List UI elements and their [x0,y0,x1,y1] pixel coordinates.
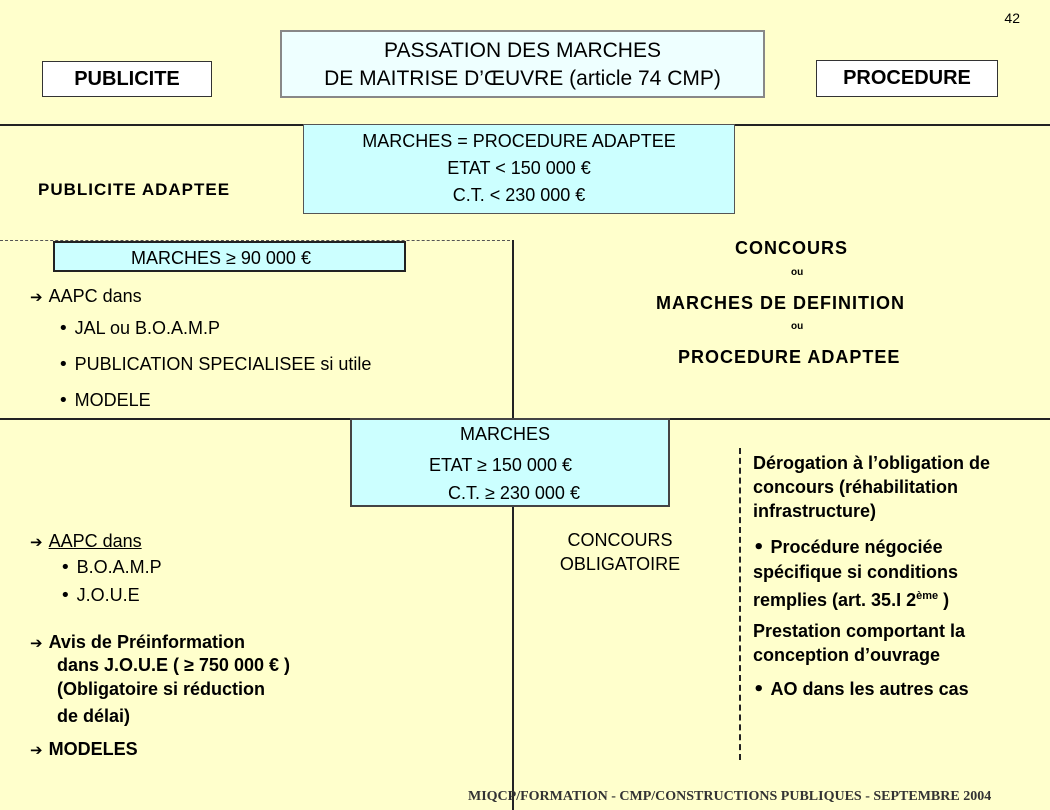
avis-label: Avis de Préinformation [48,632,245,652]
concours-obligatoire-line1: CONCOURS [567,530,673,550]
procedure-negociee-line2: spécifique si conditions [753,562,959,582]
marches-box-line1: MARCHES [460,424,551,444]
arrow-right-icon: ➔ [30,634,43,652]
procedure-negociee-label: Procédure négociée [770,537,943,557]
adapted-box: MARCHES = PROCEDURE ADAPTEE ETAT < 150 0… [303,124,735,214]
page-number: 42 [1004,10,1020,26]
bullet-modele-label: MODELE [74,390,151,410]
arrow-right-icon: ➔ [30,533,43,551]
procedure-negociee-block: •Procédure négociée spécifique si condit… [753,535,958,612]
marches-90000-label: MARCHES ≥ 90 000 € [131,248,311,268]
derogation-line3: infrastructure) [753,501,877,521]
marches-box: MARCHES ETAT ≥ 150 000 € C.T. ≥ 230 000 … [350,418,670,507]
bullet-icon: • [753,537,765,558]
footer: MIQCP/FORMATION - CMP/CONSTRUCTIONS PUBL… [468,789,992,804]
concours-title: CONCOURS [735,238,849,258]
avis-line3: (Obligatoire si réduction [57,679,266,699]
bullet-icon: • [58,390,69,411]
bullet-icon: • [753,679,765,700]
art-superscript: ème [916,590,939,602]
ou-2: ou [791,321,804,332]
bullet-boamp-label: B.O.A.M.P [76,557,162,577]
center-divider [512,240,514,420]
ao-label: AO dans les autres cas [770,679,969,699]
marches-definition: MARCHES DE DEFINITION [656,293,906,313]
prestation-block: Prestation comportant la conception d’ou… [753,619,965,667]
arrow-right-icon: ➔ [30,288,43,306]
bottom-center-divider [512,507,514,810]
avis-line4: de délai) [57,706,131,726]
aapc-bottom-label: AAPC dans [48,531,142,551]
art-label: remplies (art. 35.I 2 [753,590,917,610]
procedure-negociee-line3: remplies (art. 35.I 2ème ) [753,584,958,612]
adapted-line2: ETAT < 150 000 € [447,158,591,178]
arrow-right-icon: ➔ [30,741,43,759]
bullet-icon: • [60,557,71,578]
prestation-line2: conception d’ouvrage [753,645,941,665]
bullet-icon: • [60,585,71,606]
aapc-label: AAPC dans [48,286,142,306]
ao-line: •AO dans les autres cas [753,679,969,700]
derogation-block: Dérogation à l’obligation de concours (r… [753,451,990,523]
aapc-line: ➔ AAPC dans [30,286,142,307]
procedure-label: PROCEDURE [843,67,971,89]
bullet-publication: •PUBLICATION SPECIALISEE si utile [58,354,371,375]
title-line1: PASSATION DES MARCHES [384,39,661,62]
dashed-separator [0,240,510,241]
publicite-adaptee: PUBLICITE ADAPTEE [38,180,231,199]
adapted-line3: C.T. < 230 000 € [452,185,586,205]
avis-line1: ➔ Avis de Préinformation [30,632,245,653]
bullet-jal: •JAL ou B.O.A.M.P [58,318,220,339]
marches-box-line2: ETAT ≥ 150 000 € [429,455,572,475]
bullet-joue: •J.O.U.E [60,585,140,606]
prestation-line1: Prestation comportant la [753,621,966,641]
publicite-label: PUBLICITE [74,68,180,90]
bullet-icon: • [58,318,69,339]
publicite-box: PUBLICITE [42,61,212,97]
derogation-line2: concours (réhabilitation [753,477,959,497]
bullet-joue-label: J.O.U.E [76,585,140,605]
bullet-publication-label: PUBLICATION SPECIALISEE si utile [74,354,372,374]
title-box: PASSATION DES MARCHES DE MAITRISE D’ŒUVR… [280,30,765,98]
bullet-boamp: •B.O.A.M.P [60,557,162,578]
marches-90000-box: MARCHES ≥ 90 000 € [53,241,406,272]
procedure-box: PROCEDURE [816,60,998,97]
aapc-bottom-line: ➔ AAPC dans [30,531,142,552]
title-line2: DE MAITRISE D’ŒUVRE (article 74 CMP) [324,67,721,90]
adapted-line1: MARCHES = PROCEDURE ADAPTEE [362,131,676,151]
procedure-adaptee: PROCEDURE ADAPTEE [678,347,901,367]
concours-obligatoire: CONCOURS OBLIGATOIRE [540,528,700,576]
procedure-negociee-line1: •Procédure négociée [753,535,958,560]
ou-1: ou [791,267,804,278]
art-closing: ) [938,590,950,610]
right-dashed-divider [739,448,741,760]
bullet-modele: •MODELE [58,390,151,411]
modeles-line: ➔ MODELES [30,739,138,760]
bullet-jal-label: JAL ou B.O.A.M.P [74,318,221,338]
marches-box-line3: C.T. ≥ 230 000 € [448,483,580,503]
concours-obligatoire-line2: OBLIGATOIRE [559,554,681,574]
derogation-line1: Dérogation à l’obligation de [753,453,991,473]
avis-line2: dans J.O.U.E ( ≥ 750 000 € ) [57,655,290,675]
modeles-label: MODELES [48,739,138,759]
bullet-icon: • [58,354,69,375]
